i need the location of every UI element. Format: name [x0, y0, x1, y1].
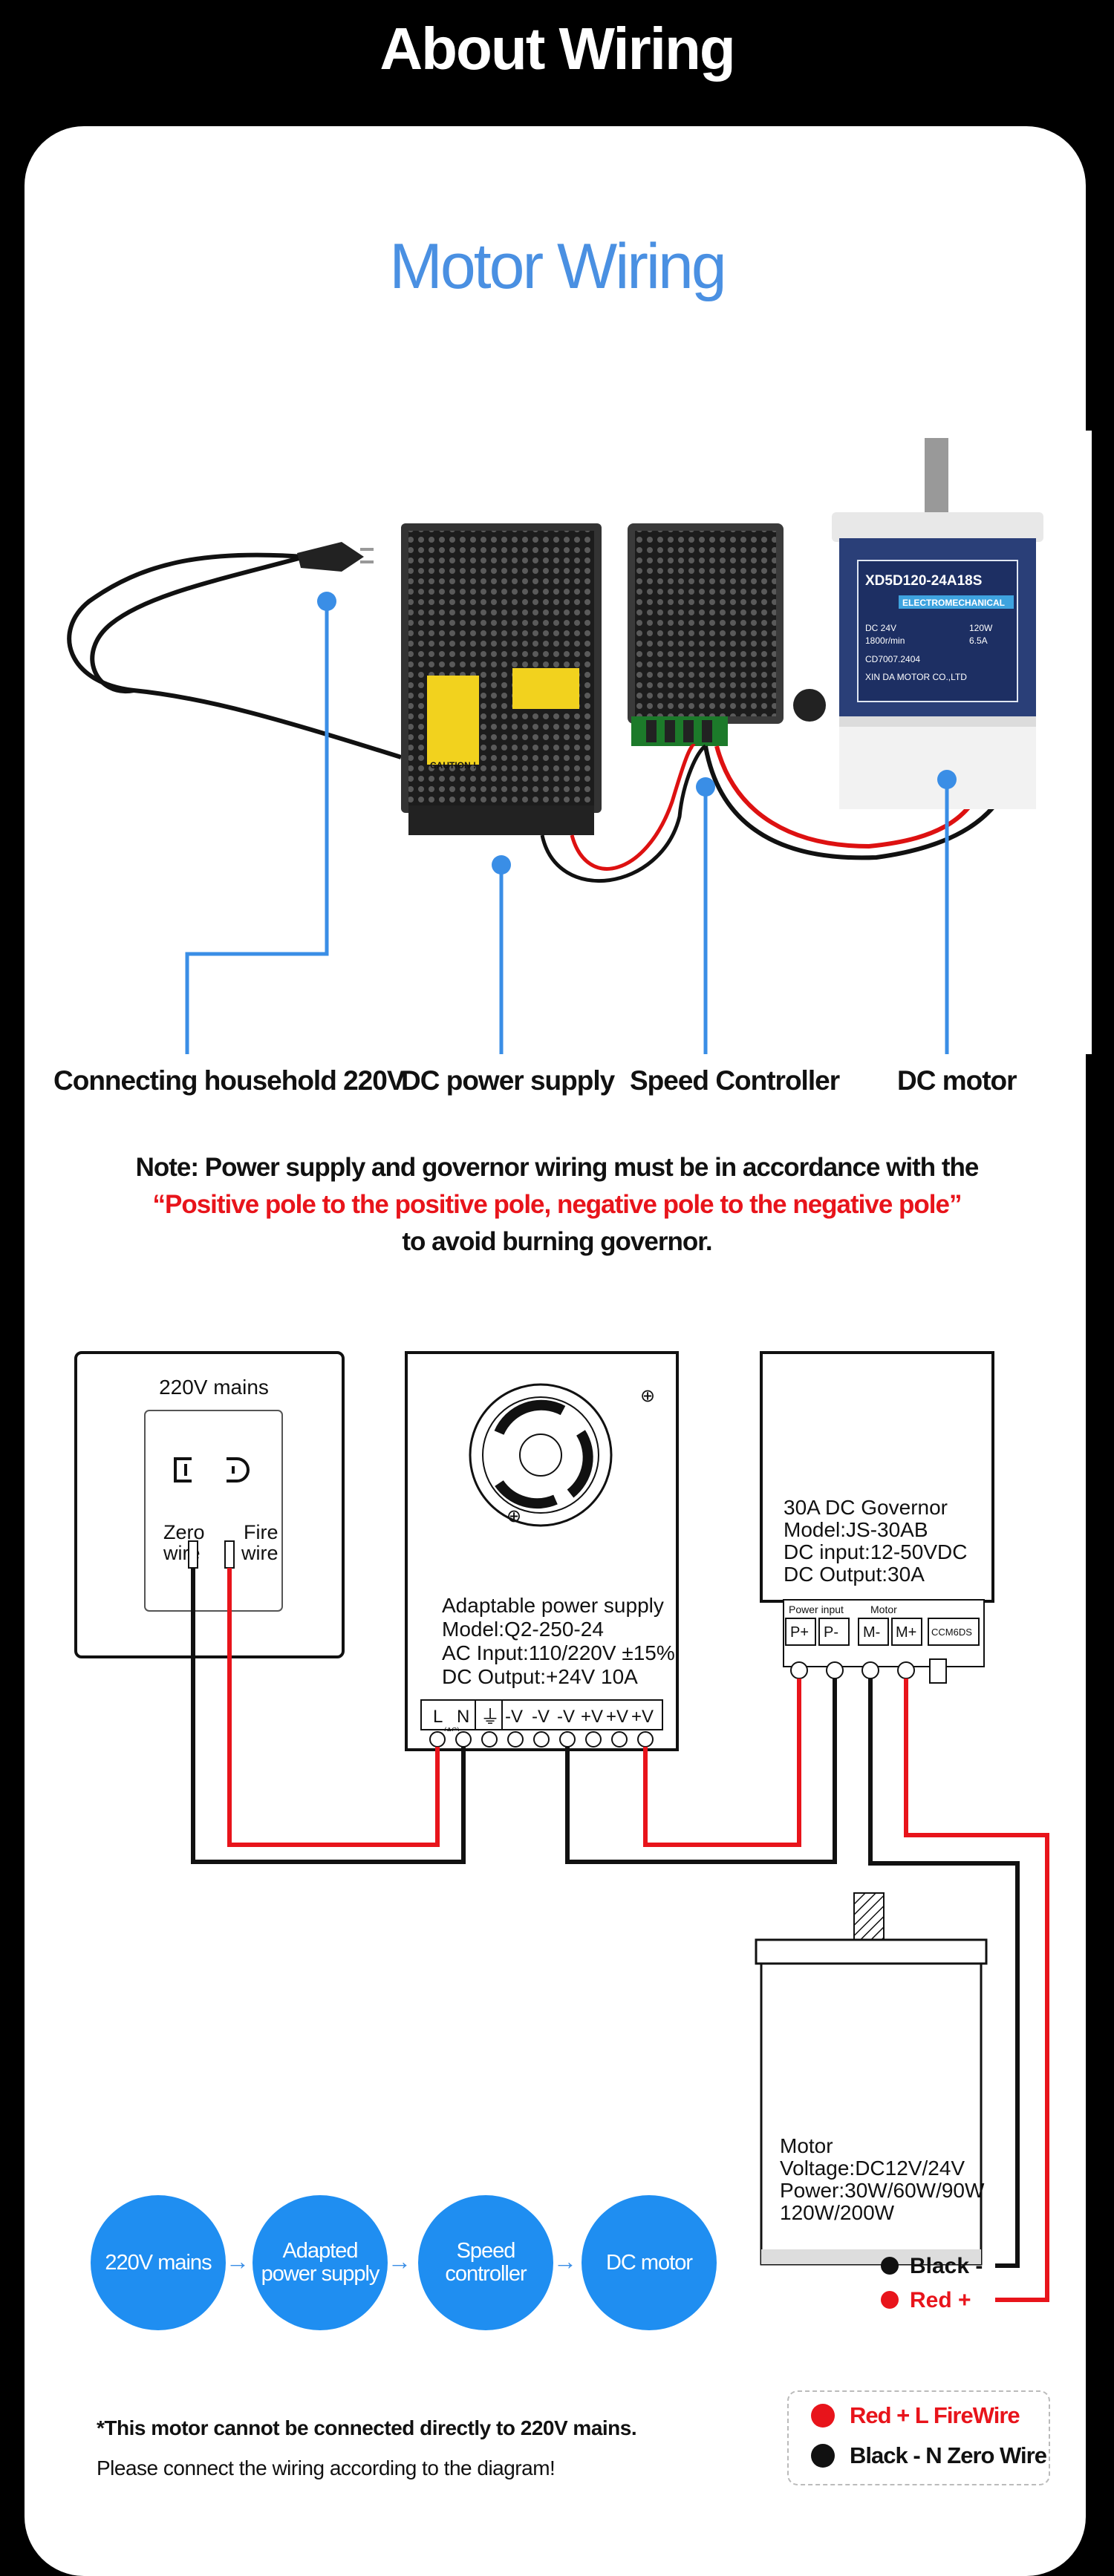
label-household-220v: Connecting household 220V	[53, 1065, 405, 1096]
plug-icon	[297, 542, 364, 572]
product-photo: CAUTION ! XD5D120-24A18S ELECTROMECHANIC…	[52, 431, 1092, 1054]
svg-text:Model:Q2-250-24: Model:Q2-250-24	[442, 1618, 604, 1641]
svg-text:CCM6DS: CCM6DS	[931, 1627, 972, 1638]
svg-text:XIN DA MOTOR CO.,LTD: XIN DA MOTOR CO.,LTD	[865, 672, 967, 682]
flow-arrow-icon: →	[553, 2248, 577, 2275]
svg-text:Motor: Motor	[870, 1604, 897, 1615]
svg-text:DC input:12-50VDC: DC input:12-50VDC	[784, 1540, 967, 1563]
svg-text:L: L	[433, 1707, 443, 1727]
svg-text:+V: +V	[631, 1707, 654, 1727]
svg-text:ELECTROMECHANICAL: ELECTROMECHANICAL	[902, 598, 1005, 608]
flow-step-mains: 220V mains	[91, 2195, 226, 2330]
svg-text:120W/200W: 120W/200W	[780, 2201, 895, 2224]
pointer-dots	[317, 592, 957, 875]
svg-text:DC Output:+24V 10A: DC Output:+24V 10A	[442, 1665, 638, 1688]
wires	[191, 1568, 1049, 2302]
svg-text:AC Input:110/220V ±15%: AC Input:110/220V ±15%	[442, 1641, 675, 1664]
label-dc-power-supply: DC power supply	[401, 1065, 615, 1096]
note-line-2: “Positive pole to the positive pole, neg…	[152, 1190, 962, 1219]
svg-text:Power input: Power input	[789, 1604, 844, 1615]
svg-text:N: N	[457, 1707, 469, 1727]
svg-text:6.5A: 6.5A	[969, 635, 988, 646]
svg-text:CD7007.2404: CD7007.2404	[865, 654, 920, 664]
svg-text:1800r/min: 1800r/min	[865, 635, 905, 646]
svg-text:Zero: Zero	[163, 1521, 205, 1543]
svg-text:-V: -V	[505, 1707, 523, 1727]
flow-step-power-supply: Adapted power supply	[253, 2195, 388, 2330]
svg-text:DC 24V: DC 24V	[865, 623, 896, 633]
svg-text:Fire: Fire	[244, 1521, 278, 1543]
legend-red-label: Red + L FireWire	[850, 2402, 1020, 2428]
svg-text:120W: 120W	[969, 623, 993, 633]
svg-text:P-: P-	[824, 1624, 838, 1641]
section-title: Motor Wiring	[389, 231, 726, 302]
svg-text:XD5D120-24A18S: XD5D120-24A18S	[865, 573, 982, 589]
legend-black-label: Black - N Zero Wire	[850, 2442, 1047, 2468]
svg-text:Model:JS-30AB: Model:JS-30AB	[784, 1518, 928, 1541]
page-title: About Wiring	[380, 16, 735, 82]
power-supply-image: CAUTION !	[401, 523, 602, 835]
svg-text:Voltage:DC12V/24V: Voltage:DC12V/24V	[780, 2157, 965, 2180]
svg-text:⏚: ⏚	[481, 1707, 500, 1729]
svg-text:220V mains: 220V mains	[159, 1376, 269, 1399]
svg-text:wire: wire	[241, 1542, 278, 1564]
note-line-1: Note: Power supply and governor wiring m…	[135, 1153, 980, 1182]
svg-text:Adaptable power supply: Adaptable power supply	[442, 1594, 664, 1617]
label-speed-controller: Speed Controller	[630, 1065, 840, 1096]
svg-text:⊕: ⊕	[640, 1386, 655, 1406]
pointer-lines	[185, 601, 949, 1054]
svg-text:+V: +V	[606, 1707, 628, 1727]
footer-warning: *This motor cannot be connected directly…	[97, 2416, 637, 2439]
governor-box: 30A DC Governor Model:JS-30AB DC input:1…	[760, 1351, 994, 1684]
svg-text:+V: +V	[581, 1707, 603, 1727]
note-line-3: to avoid burning governor.	[402, 1227, 712, 1256]
svg-text:M+: M+	[896, 1624, 916, 1641]
mains-socket-box: 220V mains Zero wire Fire wire	[74, 1351, 345, 1658]
plug-cable	[67, 552, 402, 759]
svg-text:Black -: Black -	[910, 2254, 983, 2278]
legend-black: Black - N Zero Wire	[811, 2442, 1047, 2469]
dc-motor-image: XD5D120-24A18S ELECTROMECHANICAL DC 24V …	[832, 438, 1043, 809]
footer-instruction: Please connect the wiring according to t…	[97, 2456, 556, 2479]
wiring-diagram: 220V mains Zero wire Fire wire ⊕ ⊕ Adapt…	[74, 1351, 1049, 2327]
motor-box: Motor Voltage:DC12V/24V Power:30W/60W/90…	[755, 1892, 988, 2327]
legend-red: Red + L FireWire	[811, 2402, 1020, 2429]
black-dot-icon	[811, 2444, 835, 2468]
flow-step-speed-controller: Speed controller	[418, 2195, 553, 2330]
flow-step-dc-motor: DC motor	[582, 2195, 717, 2330]
svg-text:Motor: Motor	[780, 2134, 833, 2157]
svg-text:-V: -V	[557, 1707, 575, 1727]
svg-text:30A DC Governor: 30A DC Governor	[784, 1496, 948, 1519]
flow-arrow-icon: →	[388, 2248, 411, 2275]
svg-text:(AC): (AC)	[444, 1727, 460, 1735]
speed-controller-image	[628, 523, 826, 746]
svg-text:DC Output:30A: DC Output:30A	[784, 1563, 925, 1586]
wire-legend: Red + L FireWire Black - N Zero Wire	[787, 2390, 1050, 2485]
power-supply-box: ⊕ ⊕ Adaptable power supply Model:Q2-250-…	[405, 1351, 679, 1751]
label-dc-motor: DC motor	[897, 1065, 1017, 1096]
svg-text:⊕: ⊕	[506, 1506, 521, 1526]
plug-cable-loop	[90, 555, 305, 694]
header: About Wiring	[0, 0, 1114, 126]
svg-text:Red +: Red +	[910, 2288, 971, 2312]
svg-text:P+: P+	[790, 1624, 809, 1641]
svg-text:Power:30W/60W/90W: Power:30W/60W/90W	[780, 2179, 985, 2202]
svg-text:-V: -V	[532, 1707, 550, 1727]
svg-text:M-: M-	[863, 1624, 880, 1641]
red-dot-icon	[811, 2404, 835, 2428]
svg-text:CAUTION !: CAUTION !	[430, 760, 476, 771]
flow-arrow-icon: →	[226, 2248, 250, 2275]
